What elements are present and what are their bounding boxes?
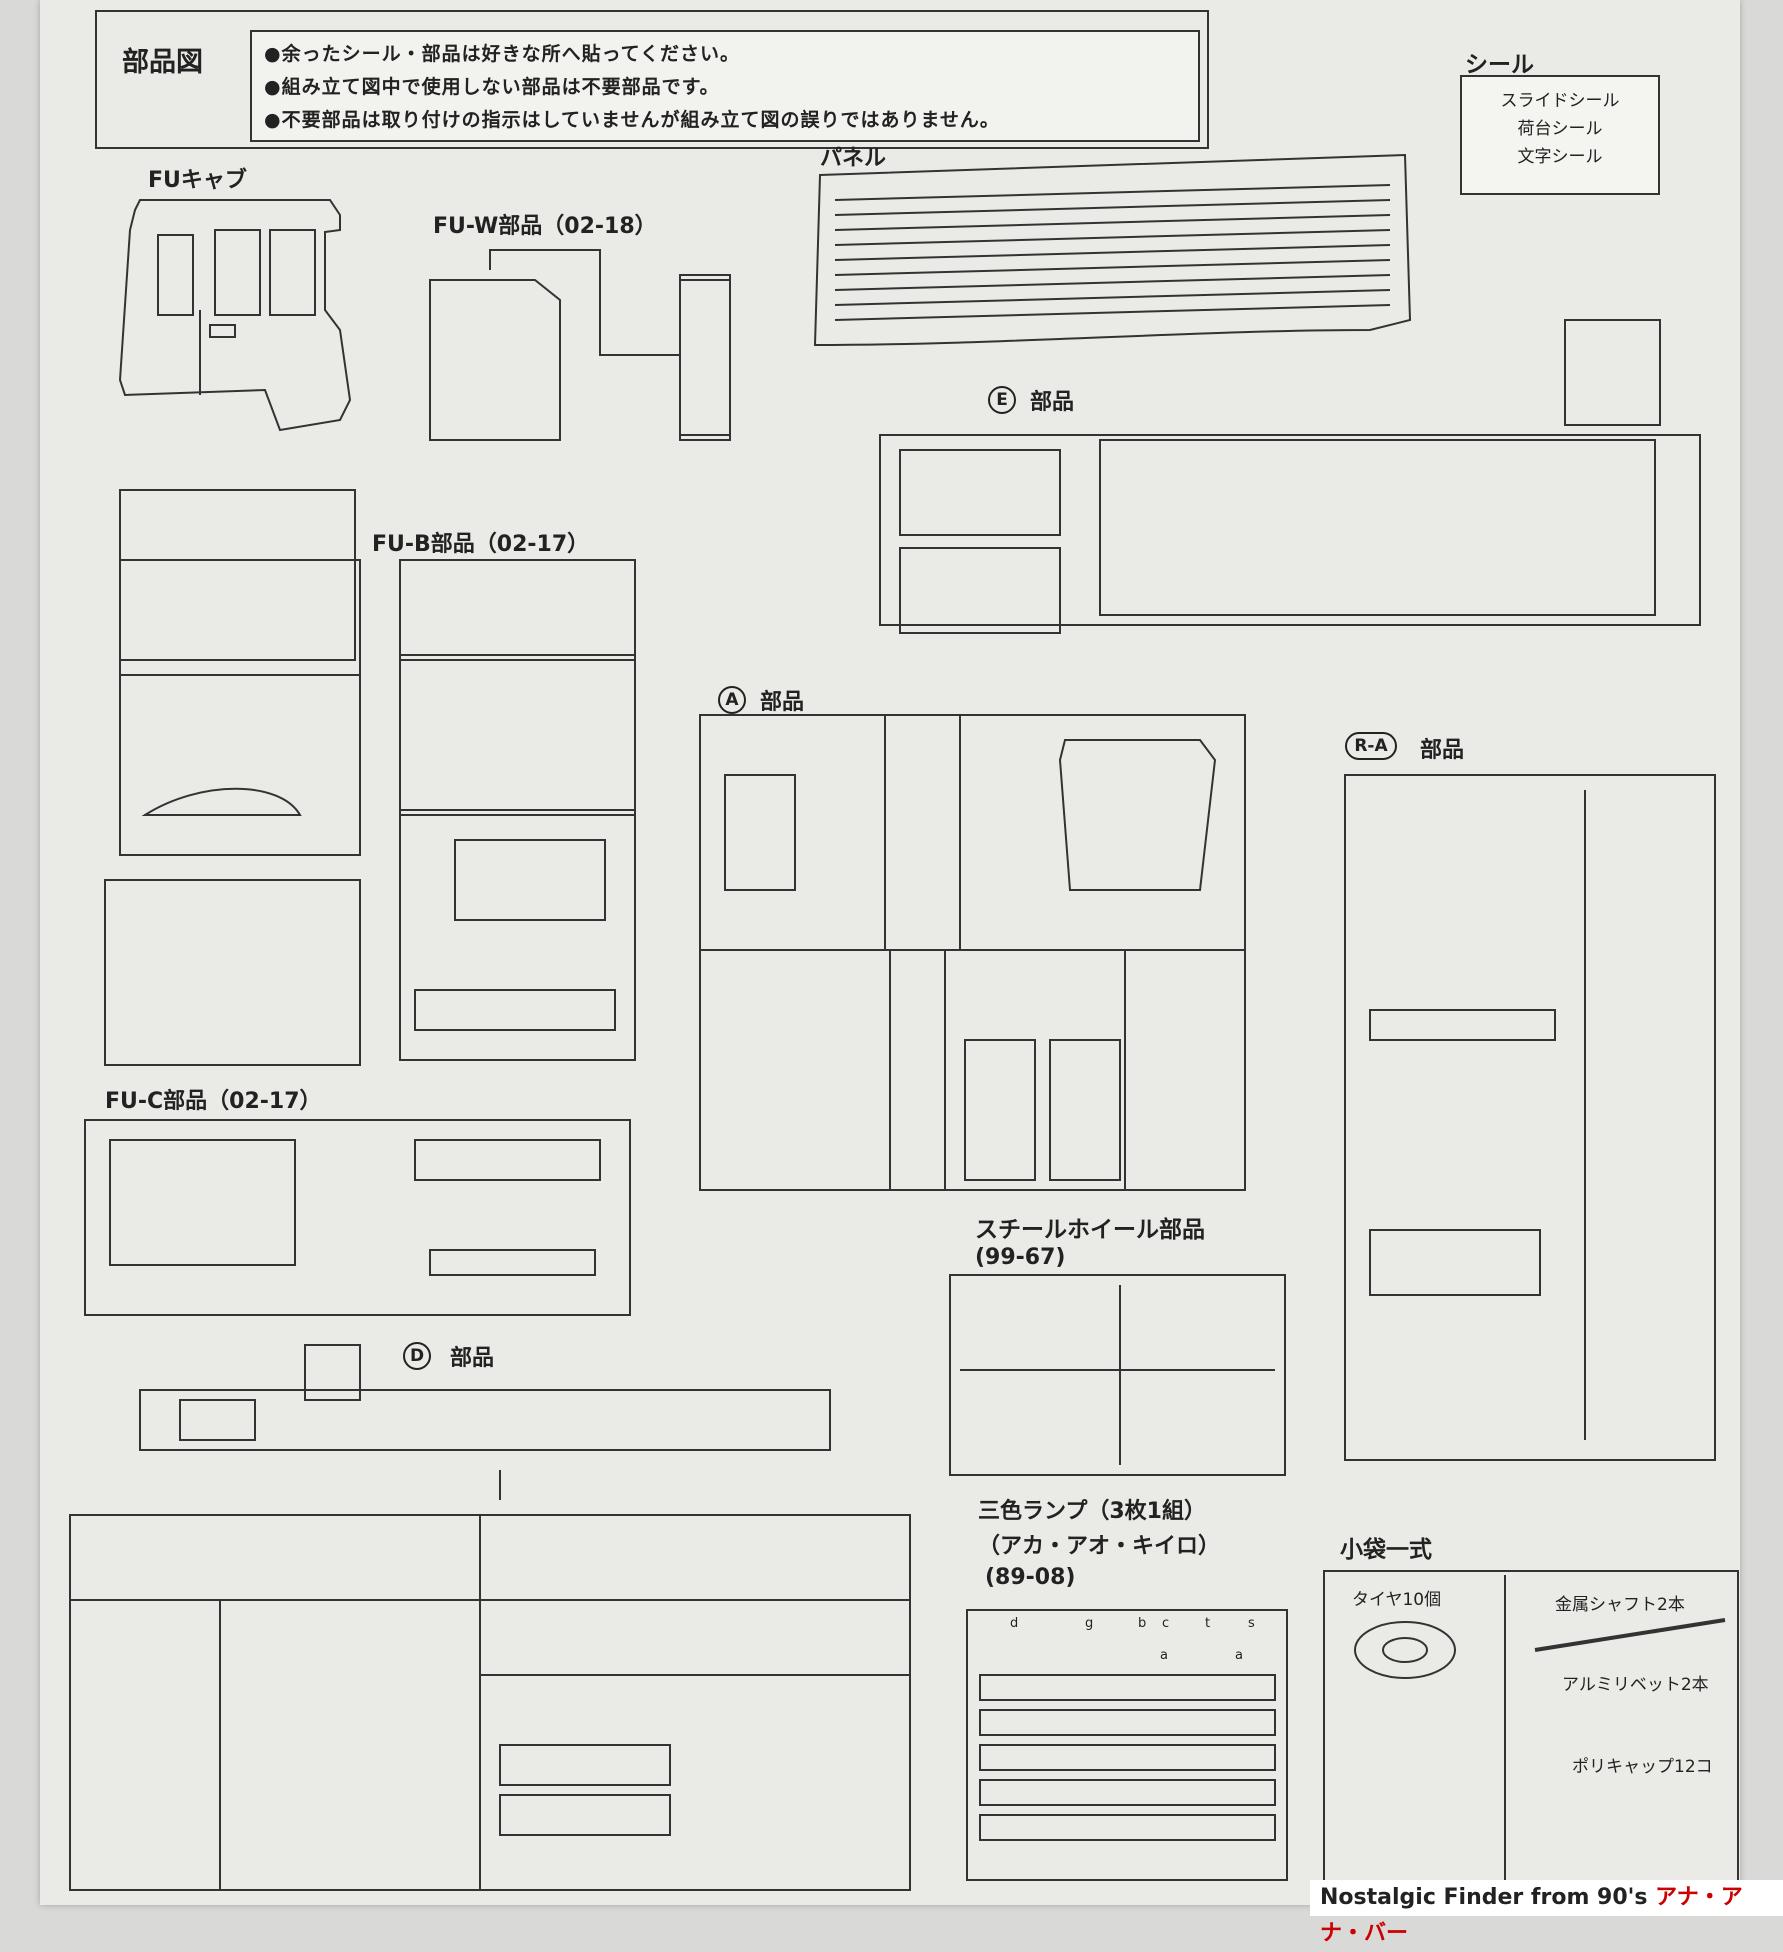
e-parts-label: 部品	[1030, 390, 1075, 415]
bag-drawings	[1354, 1575, 1726, 1885]
steel-wheel-code: (99-67)	[975, 1245, 1066, 1270]
fu-w-sprue	[429, 249, 731, 441]
bag-tires-label: タイヤ10個	[1352, 1590, 1442, 1610]
note-2: ●組み立て図中で使用しない部品は不要部品です。	[264, 76, 720, 98]
seal-item-slide: スライドシール	[1500, 91, 1620, 111]
lamp-code: (89-08)	[985, 1565, 1076, 1590]
panel-drawing	[813, 153, 1412, 347]
bag-label: 小袋一式	[1340, 1537, 1432, 1563]
fu-c-label: FU-C部品（02-17）	[105, 1089, 322, 1114]
bag-rivet-label: アルミリベット2本	[1562, 1675, 1709, 1695]
steel-wheel-sprue	[949, 1274, 1286, 1476]
seal-item-letters: 文字シール	[1517, 147, 1603, 167]
ra-letter-circle: R-A	[1345, 732, 1397, 760]
page-title: 部品図	[122, 47, 203, 78]
fu-b-sprue	[104, 489, 636, 1066]
fu-c-sprue	[84, 1119, 631, 1316]
bag-polycap-label: ポリキャップ12コ	[1572, 1757, 1713, 1777]
a-letter-circle: A	[718, 686, 746, 714]
fu-cab-label: FUキャブ	[148, 168, 247, 193]
note-3: ●不要部品は取り付けの指示はしていませんが組み立て図の誤りではありません。	[264, 109, 1000, 131]
watermark-en: Nostalgic Finder from 90's	[1320, 1885, 1648, 1910]
d-parts-sprue	[69, 1514, 911, 1891]
panel-label: パネル	[820, 146, 887, 171]
fu-w-label: FU-W部品（02-18）	[433, 214, 657, 239]
header-frame	[95, 10, 1209, 149]
d-chassis-drawing	[139, 1344, 831, 1500]
lamp-letter-b: b	[1138, 1616, 1147, 1631]
seal-item-bed: 荷台シール	[1517, 119, 1603, 139]
lamp-letter-d: d	[1010, 1616, 1019, 1631]
lamp-letter-s: s	[1248, 1616, 1255, 1631]
d-parts-label: 部品	[450, 1346, 495, 1371]
e-letter-circle: E	[988, 386, 1016, 414]
ra-parts-label: 部品	[1420, 738, 1465, 763]
bag-shaft-label: 金属シャフト2本	[1555, 1595, 1685, 1615]
note-1: ●余ったシール・部品は好きな所へ貼ってください。	[264, 43, 741, 65]
lamp-label: 三色ランプ（3枚1組）	[978, 1499, 1206, 1524]
d-letter-circle: D	[403, 1342, 431, 1370]
lamp-letter-a1: a	[1160, 1648, 1168, 1663]
seal-box: スライドシール 荷台シール 文字シール	[1460, 75, 1660, 195]
ra-parts-sprue	[1344, 774, 1716, 1461]
fu-cab-drawing	[118, 199, 352, 432]
lamp-letter-g: g	[1085, 1616, 1094, 1631]
a-parts-sprue	[699, 714, 1246, 1191]
notes-box: ●余ったシール・部品は好きな所へ貼ってください。 ●組み立て図中で使用しない部品…	[250, 30, 1200, 142]
a-parts-label: 部品	[760, 690, 805, 715]
lamp-colors: （アカ・アオ・キイロ）	[978, 1534, 1221, 1559]
e-parts-sprue	[879, 319, 1701, 634]
steel-wheel-label: スチールホイール部品	[975, 1217, 1205, 1243]
fu-b-label: FU-B部品（02-17）	[372, 532, 590, 557]
watermark-banner: Nostalgic Finder from 90's アナ・アナ・バー	[1310, 1880, 1783, 1946]
seal-label: シール	[1465, 52, 1534, 78]
lamp-letter-a2: a	[1235, 1648, 1243, 1663]
lamp-letter-c: c	[1162, 1616, 1170, 1631]
lamp-letter-t: t	[1205, 1616, 1211, 1631]
three-color-lamp-sheet	[966, 1609, 1288, 1881]
